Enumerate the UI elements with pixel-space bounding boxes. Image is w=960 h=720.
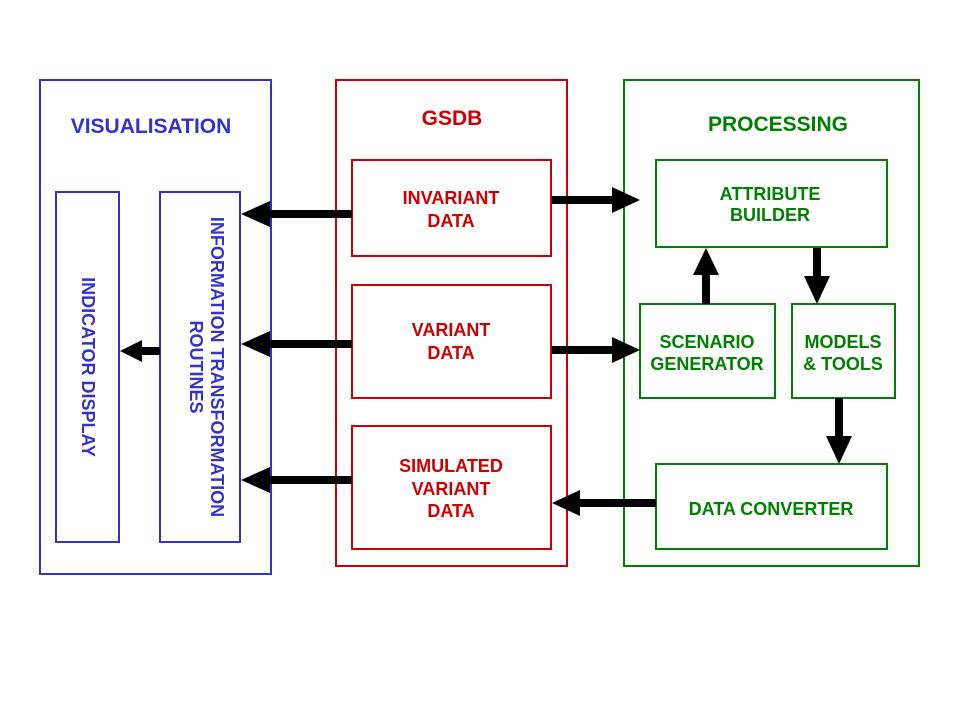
visualisation-title: VISUALISATION <box>71 115 232 138</box>
simulated-variant-data-line1: SIMULATED <box>399 456 503 476</box>
arrows <box>120 187 852 516</box>
invariant-data-line1: INVARIANT <box>403 188 500 208</box>
info-transform-label-line2: ROUTINES <box>186 320 206 413</box>
arrow-scenario-to-attribute <box>693 248 719 304</box>
invariant-data-line2: DATA <box>427 211 474 231</box>
simulated-variant-data-line2: VARIANT <box>412 479 491 499</box>
arrow-converter-to-simulated <box>552 490 656 516</box>
indicator-display-label: INDICATOR DISPLAY <box>78 277 98 457</box>
invariant-data-box <box>351 159 552 257</box>
arrow-variant-to-visualisation <box>241 331 352 357</box>
arrow-variant-to-scenario <box>552 337 640 363</box>
visualisation-group: VISUALISATION INDICATOR DISPLAY INFORMAT… <box>39 79 272 575</box>
gsdb-container <box>335 79 568 567</box>
simulated-variant-data-box <box>351 425 552 550</box>
attribute-builder-line2: BUILDER <box>730 205 810 225</box>
indicator-display-box <box>55 191 120 543</box>
arrow-attribute-to-models <box>804 248 830 304</box>
arrow-invariant-to-visualisation <box>241 201 352 227</box>
processing-container <box>623 79 920 567</box>
gsdb-group: GSDB INVARIANT DATA VARIANT DATA SIMULAT… <box>335 79 568 567</box>
models-tools-box <box>791 303 896 399</box>
data-converter-label: DATA CONVERTER <box>689 499 854 519</box>
arrow-transform-to-indicator <box>120 340 160 362</box>
gsdb-title: GSDB <box>422 107 483 130</box>
variant-data-line1: VARIANT <box>412 320 491 340</box>
models-tools-line1: MODELS <box>804 332 881 352</box>
arrow-models-to-converter <box>826 398 852 464</box>
models-tools-line2: & TOOLS <box>803 354 883 374</box>
variant-data-box <box>351 284 552 399</box>
attribute-builder-line1: ATTRIBUTE <box>720 184 821 204</box>
info-transform-box <box>159 191 241 543</box>
simulated-variant-data-line3: DATA <box>427 501 474 521</box>
arrow-invariant-to-processing <box>552 187 640 213</box>
attribute-builder-box <box>655 159 888 248</box>
processing-group: PROCESSING ATTRIBUTE BUILDER SCENARIO GE… <box>623 79 920 567</box>
variant-data-line2: DATA <box>427 343 474 363</box>
scenario-generator-line1: SCENARIO <box>659 332 754 352</box>
info-transform-label-line1: INFORMATION TRANSFORMATION <box>207 217 227 517</box>
arrow-simulated-to-visualisation <box>241 467 352 493</box>
scenario-generator-line2: GENERATOR <box>650 354 763 374</box>
processing-title: PROCESSING <box>708 113 848 136</box>
visualisation-container <box>39 79 272 575</box>
